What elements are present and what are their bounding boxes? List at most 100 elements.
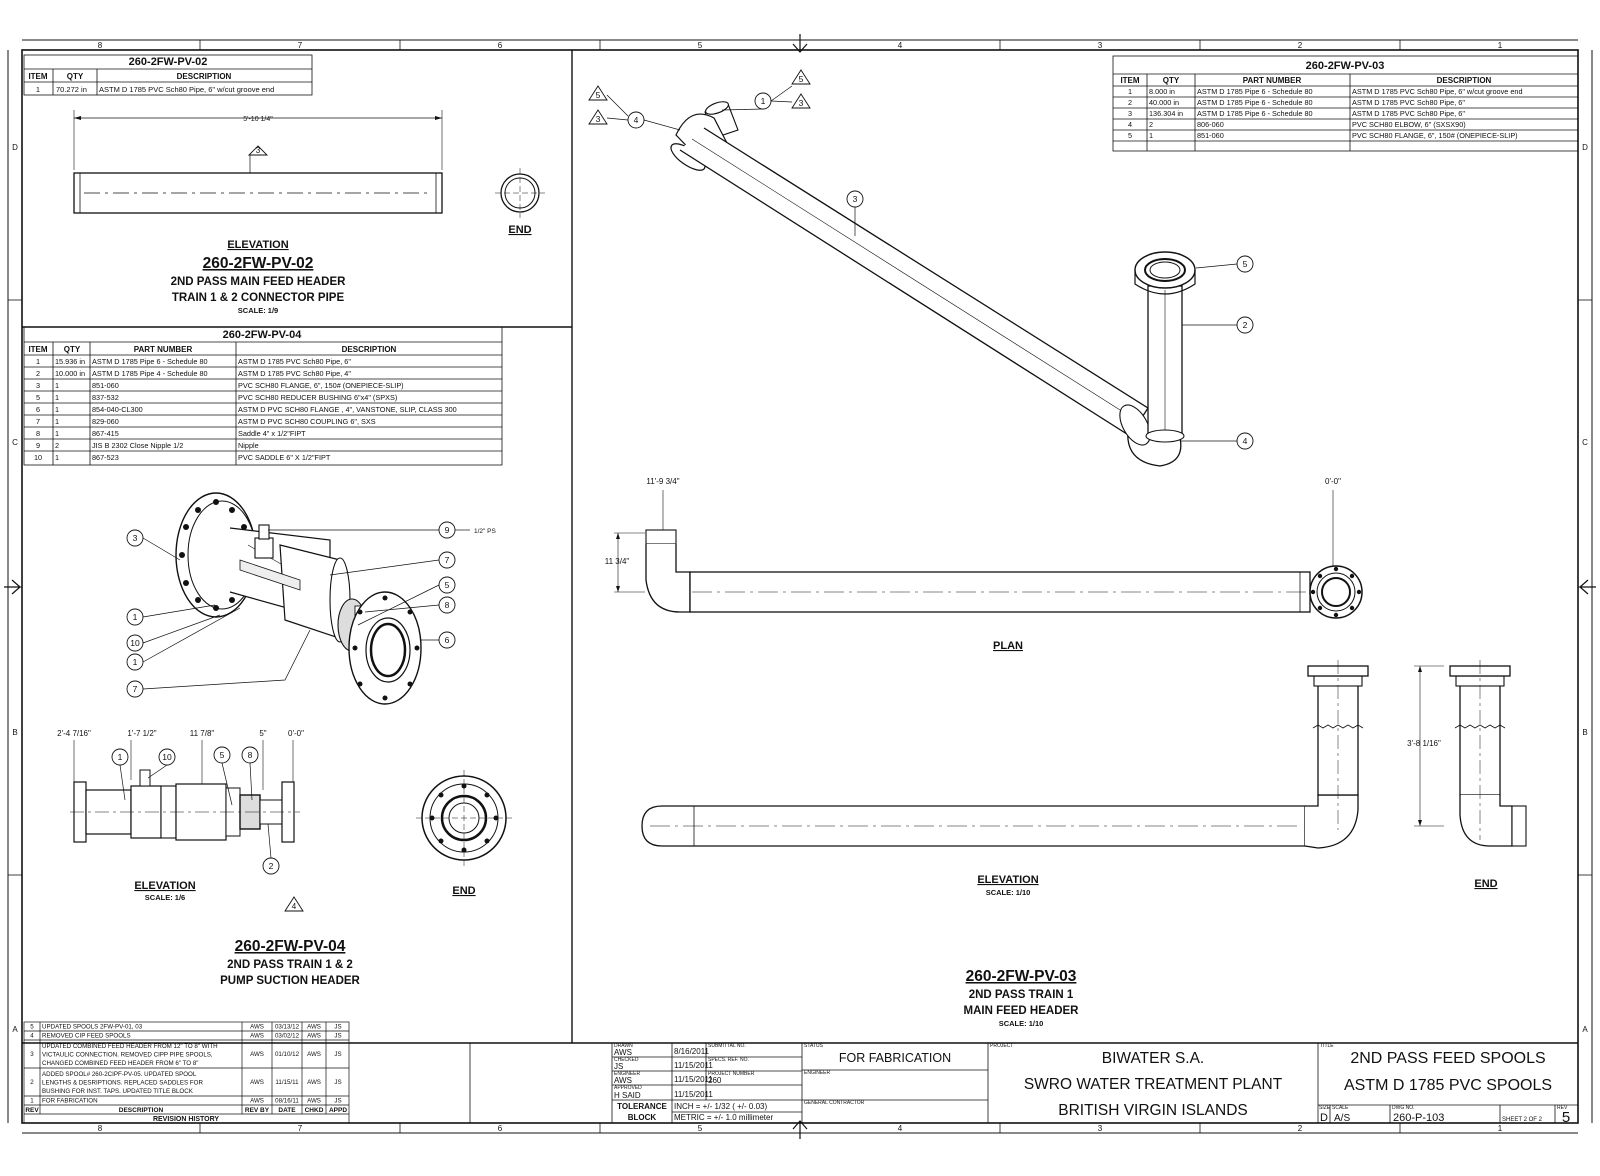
tb-project-line: BIWATER S.A. xyxy=(1102,1050,1204,1067)
pv03-plan-label: PLAN xyxy=(993,640,1023,652)
tb-dwg-number: 260-P-103 xyxy=(1393,1112,1444,1124)
tb-approved-by: H SAID xyxy=(614,1091,641,1100)
table-cell: 1 xyxy=(55,429,59,438)
revision-cell: JS xyxy=(334,1098,341,1105)
tb-field-label: ENGINEER xyxy=(804,1070,831,1076)
table-cell: 8 xyxy=(36,429,40,438)
zone-col-label: 7 xyxy=(298,1124,303,1133)
table-cell: 867-415 xyxy=(92,429,119,438)
pv03-iso-callouts: 5 3 5 3 4 1 3 5 2 4 xyxy=(596,74,1248,446)
table-cell: PVC SCH80 ELBOW, 6" (SXSX90) xyxy=(1352,120,1466,129)
revision-cell: 03/02/12 xyxy=(275,1033,300,1040)
zone-row-label: B xyxy=(1582,728,1587,737)
tb-field-label: APPROVED xyxy=(614,1085,642,1091)
table-header: DESCRIPTION xyxy=(342,345,397,354)
tb-sheet-number: SHEET 2 OF 2 xyxy=(1502,1117,1543,1123)
table-header: QTY xyxy=(64,345,81,354)
zone-col-label: 3 xyxy=(1098,1124,1103,1133)
tb-field-label: SIZE xyxy=(1319,1105,1331,1111)
pv03-end-dimension: 3'-8 1/16" xyxy=(1407,739,1441,748)
tb-tol-metric: METRIC = +/- 1.0 millimeter xyxy=(674,1113,773,1122)
table-cell: 1 xyxy=(36,357,40,366)
revision-description: LENGTHS & DESRIPTIONS. REPLACED SADDLES … xyxy=(42,1080,203,1087)
table-cell: 10.000 in xyxy=(55,369,85,378)
tb-field-label: DWG NO. xyxy=(1392,1105,1415,1111)
table-header: DESCRIPTION xyxy=(119,1107,164,1114)
table-cell: 3 xyxy=(1128,109,1132,118)
tb-project-line: SWRO WATER TREATMENT PLANT xyxy=(1024,1076,1283,1093)
pv04-elev-callouts: 1 10 5 8 2 xyxy=(118,750,274,871)
dimension-text: 11 7/8" xyxy=(190,729,215,738)
revision-cell: 5 xyxy=(30,1024,34,1031)
tb-field-label: CHECKED xyxy=(614,1057,639,1063)
zone-row-label: D xyxy=(1582,143,1588,152)
pv02-end-label: END xyxy=(508,224,531,236)
revision-cell: AWS xyxy=(307,1051,321,1058)
pv02-subtitle: TRAIN 1 & 2 CONNECTOR PIPE xyxy=(172,292,345,304)
tb-approved-date: 11/15/2011 xyxy=(674,1090,713,1099)
table-cell: 1 xyxy=(55,417,59,426)
tb-field-label: REV xyxy=(1557,1105,1568,1111)
callout-tri: 5 xyxy=(596,90,601,100)
table-cell: 851-060 xyxy=(1197,131,1224,140)
table-cell: 851-060 xyxy=(92,381,119,390)
zone-col-label: 3 xyxy=(1098,41,1103,50)
table-cell: ASTM D 1785 Pipe 6 - Schedule 80 xyxy=(1197,87,1313,96)
table-cell: 867-523 xyxy=(92,453,119,462)
table-cell: 829-060 xyxy=(92,417,119,426)
revision-description: CHANGED COMBINED FEED HEADER FROM 6" TO … xyxy=(42,1060,198,1067)
pv03-end-label: END xyxy=(1474,878,1497,890)
tb-field-label: TITLE xyxy=(1320,1043,1334,1049)
zone-row-label: D xyxy=(12,143,18,152)
revision-description: FOR FABRICATION xyxy=(42,1098,98,1105)
table-cell: 70.272 in xyxy=(56,85,87,94)
table-header: ITEM xyxy=(1120,76,1139,85)
callout-number: 5 xyxy=(1243,259,1248,269)
callout-number: 5 xyxy=(445,580,450,590)
table-cell: 8.000 in xyxy=(1149,87,1175,96)
table-cell: ASTM D PVC SCH80 FLANGE , 4", VANSTONE, … xyxy=(238,405,457,414)
tb-field-label: SCALE xyxy=(1332,1105,1349,1111)
tb-field-label: SUBMITTAL NO. xyxy=(708,1043,746,1049)
table-cell: ASTM D 1785 Pipe 6 - Schedule 80 xyxy=(1197,109,1313,118)
zone-row-label: C xyxy=(1582,438,1588,447)
table-cell: 837-532 xyxy=(92,393,119,402)
tb-engineer-date: 11/15/2011 xyxy=(674,1075,713,1084)
callout-number: 3 xyxy=(853,194,858,204)
revision-cell: JS xyxy=(334,1033,341,1040)
table-cell: 1 xyxy=(1128,87,1132,96)
pv04-subtitle: 2ND PASS TRAIN 1 & 2 xyxy=(227,959,353,971)
revision-cell: AWS xyxy=(250,1024,264,1031)
table-header: REV BY xyxy=(245,1107,270,1114)
revision-description: VICTAULIC CONNECTION. REMOVED CIPP PIPE … xyxy=(42,1052,213,1059)
table-cell: ASTM D 1785 Pipe 6 - Schedule 80 xyxy=(1197,98,1313,107)
callout-number: 7 xyxy=(445,555,450,565)
pv02-callout-tri: 3 xyxy=(256,146,261,155)
pv03-subtitle: 2ND PASS TRAIN 1 xyxy=(969,989,1074,1001)
table-cell: 2 xyxy=(55,441,59,450)
pv04-view-scale: SCALE: 1/6 xyxy=(145,893,185,902)
table-cell: 1 xyxy=(55,381,59,390)
tb-checked-date: 11/15/2011 xyxy=(674,1061,713,1070)
zone-col-label: 4 xyxy=(898,1124,903,1133)
pv02-view-label: ELEVATION xyxy=(227,239,288,251)
table-cell: 5 xyxy=(1128,131,1132,140)
table-header: QTY xyxy=(1163,76,1180,85)
pv04-iso-callouts: 3 1 10 1 7 9 7 5 8 6 xyxy=(130,525,449,694)
dimension-text: 2'-4 7/16" xyxy=(57,729,91,738)
revision-cell: 11/15/11 xyxy=(275,1079,299,1086)
table-header: REV xyxy=(25,1107,39,1114)
table-header: APPD xyxy=(329,1107,347,1114)
zone-col-label: 2 xyxy=(1298,1124,1303,1133)
tb-title-line: ASTM D 1785 PVC SPOOLS xyxy=(1344,1077,1552,1094)
callout-number: 1 xyxy=(761,96,766,106)
table-cell: JIS B 2302 Close Nipple 1/2 xyxy=(92,441,183,450)
zone-col-label: 6 xyxy=(498,1124,503,1133)
table-cell: 854-040-CL300 xyxy=(92,405,143,414)
zone-col-label: 8 xyxy=(98,41,103,50)
table-cell: ASTM D 1785 PVC Sch80 Pipe, 6" xyxy=(1352,109,1465,118)
table-cell: ASTM D 1785 PVC Sch80 Pipe, 4" xyxy=(238,369,351,378)
zone-col-label: 2 xyxy=(1298,41,1303,50)
pv02-table-title: 260-2FW-PV-02 xyxy=(129,56,208,68)
